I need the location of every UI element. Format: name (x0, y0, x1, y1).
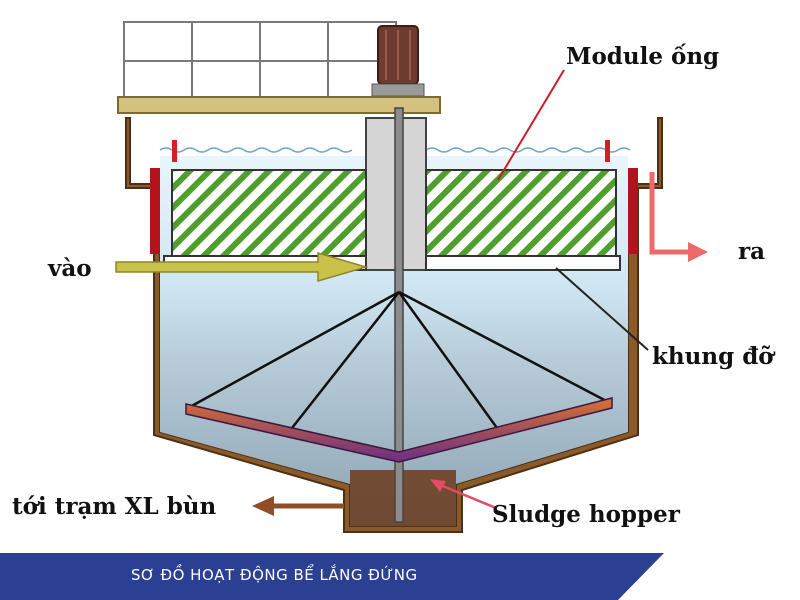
frame-right (425, 255, 621, 271)
label-frame: khung đỡ (652, 343, 776, 370)
bridge-beam (117, 96, 441, 114)
central-shaft (394, 107, 404, 523)
module-right (425, 169, 617, 257)
outlet-arrow (649, 172, 708, 262)
caption-title: SƠ ĐỒ HOẠT ĐỘNG BỂ LẮNG ĐỨNG (131, 566, 418, 584)
caption-band (0, 553, 664, 600)
inlet-arrow (115, 252, 369, 282)
label-outlet: ra (738, 238, 765, 265)
label-sludge-destination: tới trạm XL bùn (12, 493, 217, 520)
walkway-grid (123, 21, 397, 101)
label-inlet: vào (47, 255, 92, 282)
scraper-blade (185, 397, 613, 463)
sludge-discharge-arrow (252, 496, 344, 516)
label-module: Module ống (566, 43, 719, 70)
hopper-leader-arrow (430, 479, 497, 510)
scraper-cables (187, 290, 613, 429)
frame-leader-line (555, 267, 649, 351)
settling-tank-diagram: Module ống vào ra khung đỡ tới trạm XL b… (12, 21, 776, 533)
module-leader-line (497, 69, 565, 181)
module-left (171, 169, 367, 257)
weir-left (150, 168, 160, 254)
water-surface (159, 147, 631, 153)
drive-motor (371, 25, 425, 97)
label-hopper: Sludge hopper (492, 501, 681, 528)
weir-right (628, 168, 638, 254)
